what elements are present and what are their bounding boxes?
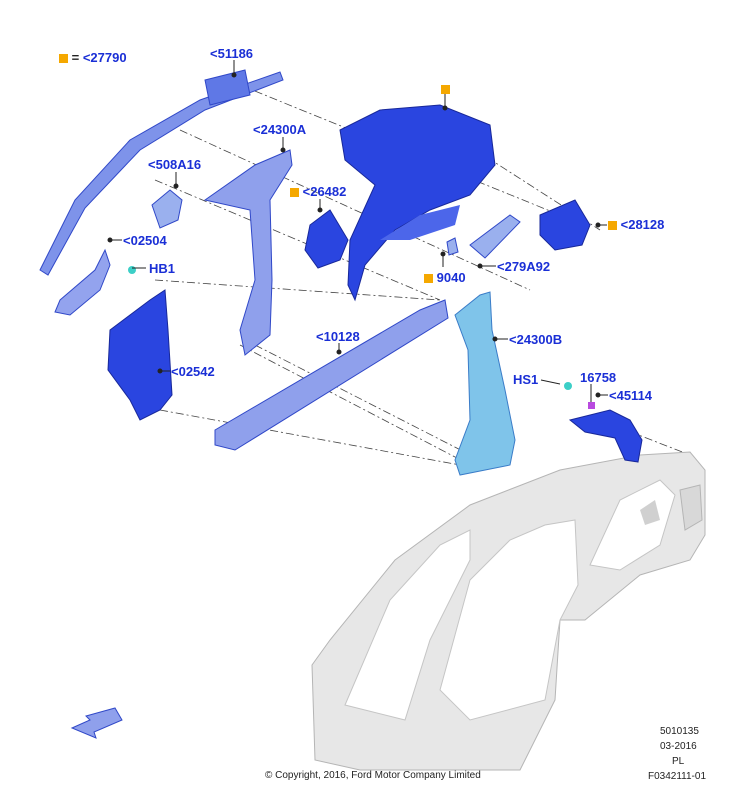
callout-02542: <02542	[171, 364, 215, 379]
figure-number: F0342111-01	[648, 771, 707, 782]
callout-02504: <02504	[123, 233, 167, 248]
bracket-508a16	[151, 189, 183, 229]
bracket-45114	[568, 409, 643, 463]
hs1-clip	[564, 382, 572, 390]
leader-lines	[107, 60, 608, 402]
callout-28128-label: <28128	[620, 217, 665, 232]
callout-26482-label: <26482	[302, 184, 347, 199]
legend-equals: =	[71, 50, 80, 65]
callout-51186: <51186	[210, 46, 254, 61]
b-pillar-inner	[203, 149, 293, 356]
square-icon	[424, 274, 433, 283]
callout-28128: <28128	[608, 217, 664, 232]
callout-279a92: <279A92	[497, 259, 551, 274]
callout-24300b: <24300B	[509, 332, 563, 347]
roof-rail-bracket	[204, 69, 251, 106]
callout-10128: <10128	[316, 329, 360, 344]
a-pillar-lower	[107, 289, 173, 421]
body-side-panel	[311, 451, 706, 771]
clip-9040	[446, 237, 459, 256]
callout-hb1: HB1	[149, 261, 176, 276]
callout-hs1: HS1	[513, 372, 539, 387]
bracket-28128	[539, 199, 591, 251]
square-icon	[608, 221, 617, 230]
part-16758	[588, 402, 595, 409]
direction-arrow	[70, 707, 123, 739]
callout-45114: <45114	[609, 388, 653, 403]
rocker-panel	[214, 299, 449, 451]
legend-code: <27790	[82, 50, 127, 65]
callout-508a16: <508A16	[148, 157, 202, 172]
b-pillar-outer	[454, 291, 516, 476]
callout-26482: <26482	[290, 184, 346, 199]
bracket-279a92	[469, 214, 521, 259]
hb1-clip	[128, 266, 136, 274]
bracket-26482	[304, 209, 349, 269]
callout-24300a: <24300A	[253, 122, 307, 137]
a-pillar-brace	[54, 248, 111, 316]
meta-lang: PL	[672, 756, 685, 767]
legend-square-icon	[59, 54, 68, 63]
copyright: © Copyright, 2016, Ford Motor Company Li…	[265, 770, 481, 781]
callout-16758: 16758	[580, 370, 617, 385]
meta-code: 5010135	[660, 726, 699, 737]
roof-rail-part	[39, 71, 284, 276]
legend: = <27790	[59, 50, 127, 65]
meta-date: 03-2016	[660, 741, 697, 752]
square-icon	[290, 188, 299, 197]
wheelhouse-part	[339, 104, 496, 302]
callout-9040-label: 9040	[436, 270, 466, 285]
callout-9040: 9040	[424, 270, 466, 285]
square-icon	[441, 85, 450, 94]
